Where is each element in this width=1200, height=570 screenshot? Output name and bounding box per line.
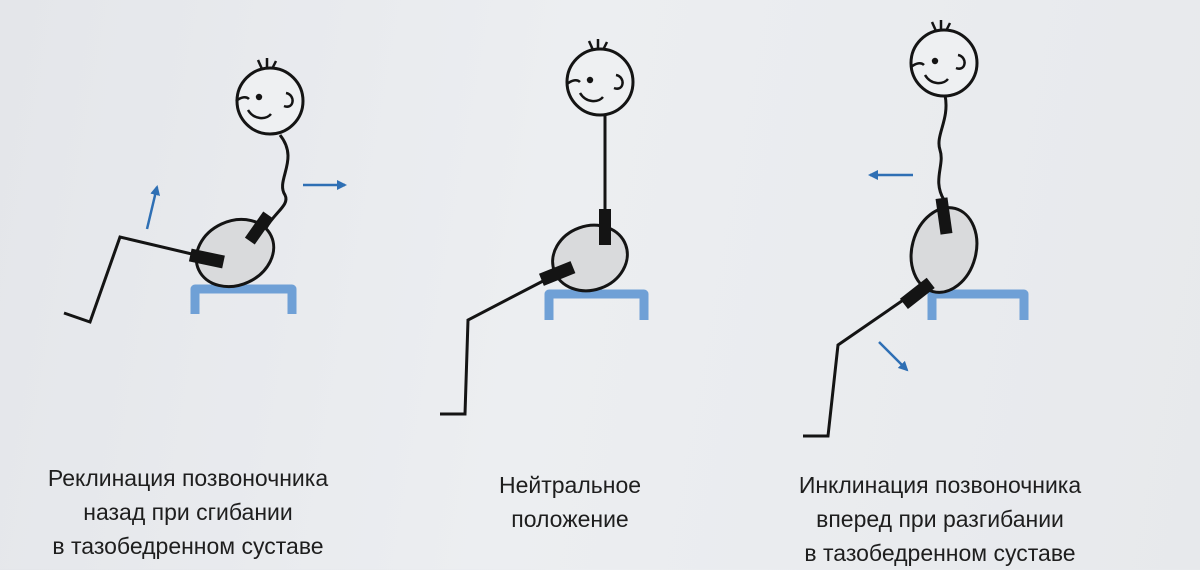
head-icon xyxy=(565,39,635,117)
arrow-down-right-icon xyxy=(878,341,909,372)
thigh-marker xyxy=(538,261,576,286)
caption-line: Нейтральное xyxy=(498,472,642,498)
caption-line: вперед при разгибании xyxy=(816,506,1064,532)
caption-line: в тазобедренном суставе xyxy=(52,533,324,559)
stool-icon xyxy=(544,289,649,320)
spine-marker xyxy=(935,197,953,235)
head-icon xyxy=(909,20,979,98)
figure-neutral xyxy=(440,39,649,416)
figure-reclination xyxy=(63,58,347,324)
thigh-marker xyxy=(188,248,225,269)
caption-inclination: Инклинация позвоночника вперед при разги… xyxy=(770,468,1110,570)
thigh-marker xyxy=(899,277,935,309)
stool-icon xyxy=(927,289,1029,320)
caption-line: положение xyxy=(511,506,629,532)
arrow-up-icon xyxy=(145,185,161,230)
caption-line: Реклинация позвоночника xyxy=(47,465,329,491)
pelvis-shape xyxy=(551,223,629,293)
caption-line: в тазобедренном суставе xyxy=(804,540,1076,566)
head-icon xyxy=(235,58,305,136)
spine-marker xyxy=(599,209,611,245)
pelvis-shape xyxy=(909,206,979,294)
leg-line xyxy=(63,235,197,324)
leg-line xyxy=(440,278,546,416)
spine-line xyxy=(264,134,290,229)
spine-marker xyxy=(244,211,274,245)
caption-line: назад при сгибании xyxy=(83,499,293,525)
figure-inclination xyxy=(803,20,1029,438)
caption-reclination: Реклинация позвоночника назад при сгибан… xyxy=(18,461,358,563)
caption-line: Инклинация позвоночника xyxy=(798,472,1082,498)
spine-line xyxy=(937,94,948,201)
caption-neutral: Нейтральное положение xyxy=(440,468,700,536)
stool-icon xyxy=(190,284,297,314)
leg-line xyxy=(803,283,926,438)
